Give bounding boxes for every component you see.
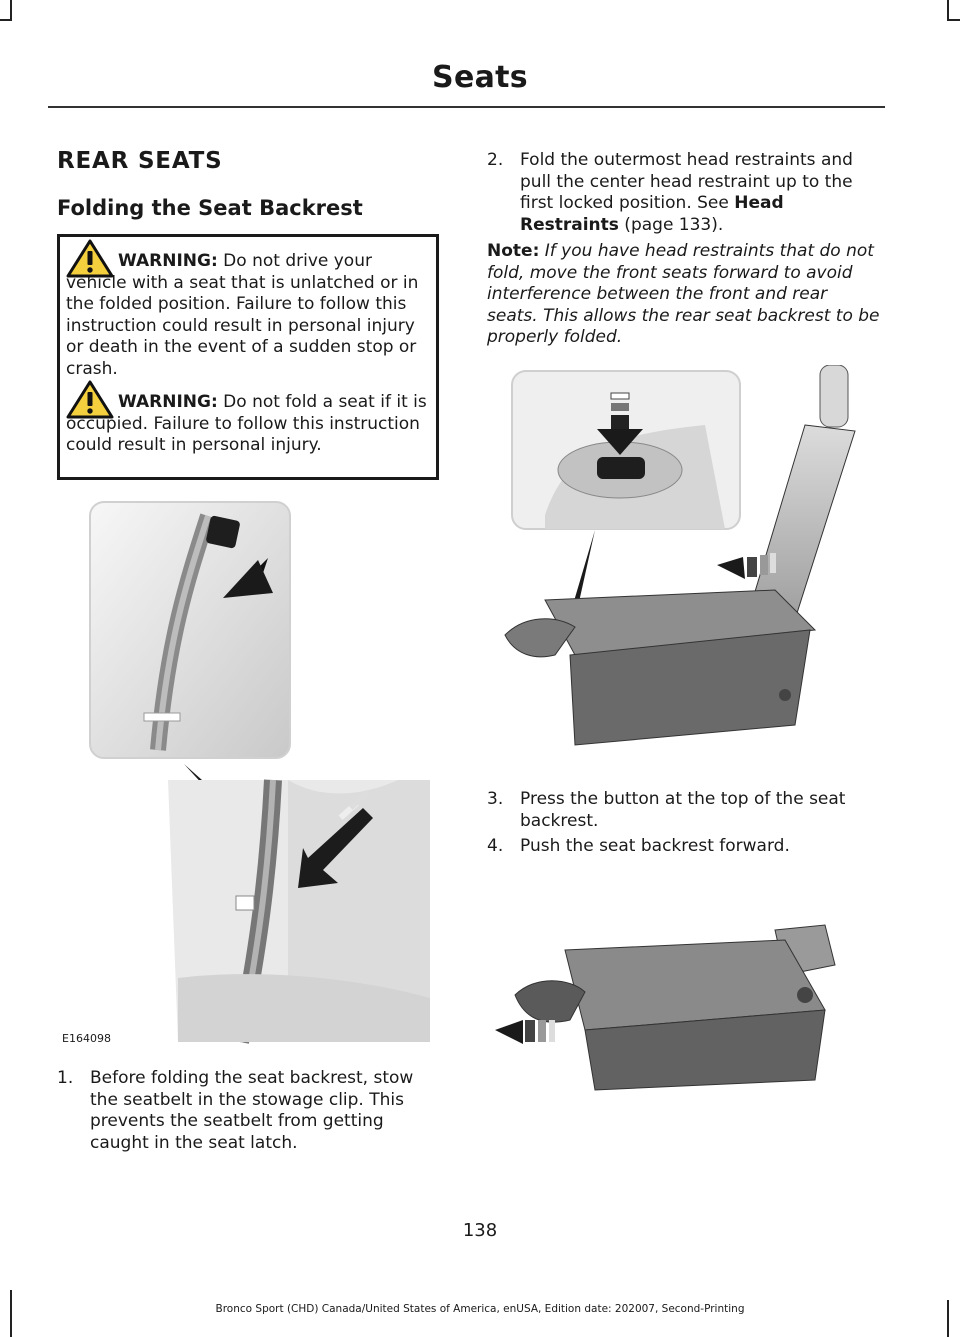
crop-mark [947,19,960,21]
warning-text: Do not fold a seat if it is occupied. Fa… [66,392,427,455]
step-3: 3. Press the button at the top of the se… [487,789,882,832]
step-4: 4. Push the seat backrest forward. [487,836,882,858]
step-number: 2. [487,150,504,170]
warning-box: WARNING: Do not drive your vehicle with … [57,234,439,480]
footer-edition-info: Bronco Sport (CHD) Canada/United States … [215,1303,745,1315]
warning-text: Do not drive your vehicle with a seat th… [66,251,419,379]
step-text: Press the button at the top of the seat … [520,789,846,831]
step-text: Before folding the seat backrest, stow t… [90,1068,414,1153]
note-text: If you have head restraints that do not … [487,241,880,347]
step-text: Fold the outermost head restraints and p… [520,150,853,213]
page-number: 138 [462,1220,498,1241]
seat-backrest-button-illustration [504,365,856,746]
figure-code: E164098 [62,1032,111,1045]
warning-triangle-icon [66,239,114,278]
step-1: 1. Before folding the seat backrest, sto… [57,1068,442,1154]
step-text-after: (page 133). [618,214,724,235]
crop-mark [10,0,12,20]
step-number: 1. [57,1068,74,1088]
step-number: 3. [487,789,504,809]
note-label: Note: [487,241,540,261]
warning-label: WARNING: [118,392,218,412]
crop-mark [10,1290,12,1337]
head-restraints-link[interactable]: Head Restraints [520,193,784,235]
page-title: Seats [432,60,528,95]
header-divider [48,106,885,108]
warning-triangle-icon [66,380,114,419]
crop-mark [947,0,949,20]
step-2: 2. Fold the outermost head restraints an… [487,150,882,236]
warning-label: WARNING: [118,251,218,271]
step-text: Push the seat backrest forward. [520,836,790,856]
section-title: REAR SEATS [57,148,223,174]
crop-mark [0,19,12,21]
seat-folded-forward-illustration [495,924,836,1091]
section-subtitle: Folding the Seat Backrest [57,196,363,220]
seatbelt-stowage-illustration [89,501,430,1044]
step-number: 4. [487,836,504,856]
crop-mark [947,1300,949,1337]
note: Note: If you have head restraints that d… [487,241,882,349]
warning-item: WARNING: Do not drive your vehicle with … [66,239,430,380]
warning-item: WARNING: Do not fold a seat if it is occ… [66,380,430,457]
